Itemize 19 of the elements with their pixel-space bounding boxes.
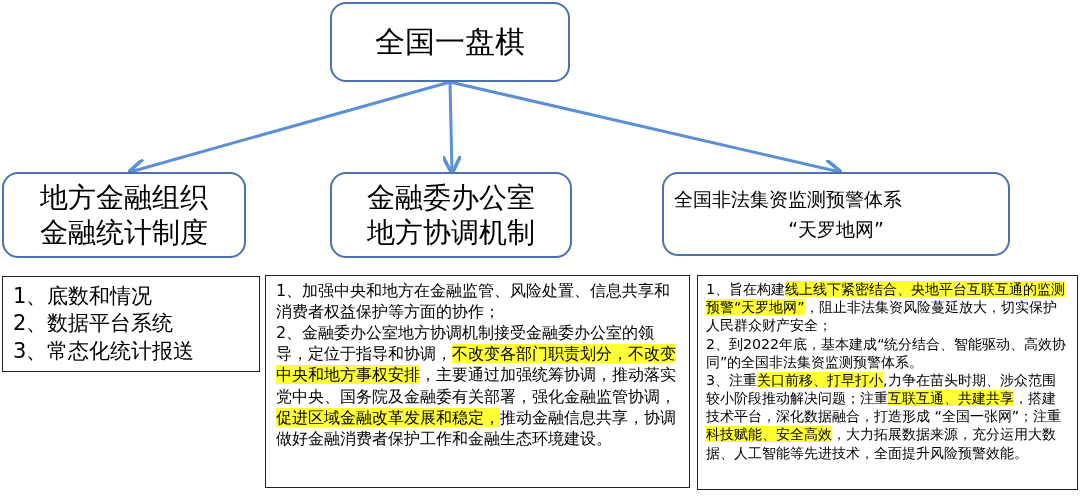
list-item: 3、注重关口前移、打早打小,力争在苗头时期、涉众范围较小阶段推动解决问题；注重互联互通、共建共享，搭建技术平台，深化数据融合，打造形成 “全国一张网”；注重科技赋能、安全高效，大力拓展数据来源，充分运用大数据、人工智能等先进技术，全面提升风险预警效能。 bbox=[706, 370, 1063, 462]
box-label: 全国一盘棋 bbox=[375, 24, 525, 60]
box-label: 地方金融组织金融统计制度 bbox=[40, 180, 208, 250]
box-label: 全国非法集资监测预警体系 bbox=[674, 186, 903, 212]
list-item: 2、到2022年底，基本建成“统分结合、智能驱动、高效协同”的全国非法集资监测预警体系。 bbox=[706, 334, 1068, 371]
list-item: 1、底数和情况 bbox=[13, 283, 154, 310]
title-box bbox=[330, 2, 570, 82]
detail-box bbox=[265, 275, 690, 488]
box-label: “天罗地网” bbox=[787, 217, 885, 242]
category-box bbox=[662, 172, 1010, 256]
list-item: 3、常态化统计报送 bbox=[13, 337, 196, 365]
category-box bbox=[330, 172, 572, 258]
list-item: 2、数据平台系统 bbox=[13, 310, 175, 338]
category-box bbox=[2, 172, 246, 258]
list-item: 2、金融委办公室地方协调机制接受金融委办公室的领导，定位于指导和协调，不改变各部门职责划分，不改变中央和地方事权安排，主要通过加强统筹协调，推动落实党中央、国务院及金融委有关部署，强化金融监管协调，促进区域金融改革发展和稳定，推动金融信息共享，协调做好金融消费者保护工作和金融生态环境建设。 bbox=[276, 322, 677, 449]
detail-box bbox=[2, 276, 260, 372]
list-item: 1、加强中央和地方在金融监管、风险处置、信息共享和消费者权益保护等方面的协作； bbox=[276, 280, 672, 323]
detail-box bbox=[697, 275, 1078, 490]
box-label: 金融委办公室地方协调机制 bbox=[366, 180, 536, 250]
